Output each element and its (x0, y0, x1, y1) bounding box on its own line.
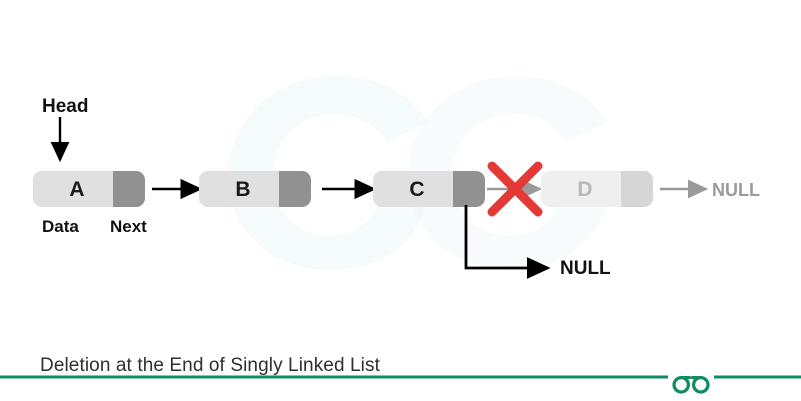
new-tail-null-label: NULL (560, 258, 611, 279)
node-c-value: C (409, 178, 425, 201)
data-label: Data (42, 217, 79, 236)
node-d-value: D (577, 178, 593, 201)
figure-caption: Deletion at the End of Singly Linked Lis… (40, 355, 380, 376)
footer-rule (0, 375, 801, 379)
node-a-value: A (69, 178, 85, 201)
delete-cross-icon (487, 161, 543, 217)
head-label: Head (42, 96, 89, 117)
node-b-value: B (235, 178, 251, 201)
node-d (541, 171, 653, 207)
node-c (373, 171, 485, 207)
node-a (33, 171, 145, 207)
next-label: Next (110, 217, 147, 236)
link-c-to-null-new (464, 205, 551, 279)
node-b (199, 171, 311, 207)
geeksforgeeks-logo (668, 366, 714, 396)
old-tail-null-label: NULL (712, 180, 760, 200)
